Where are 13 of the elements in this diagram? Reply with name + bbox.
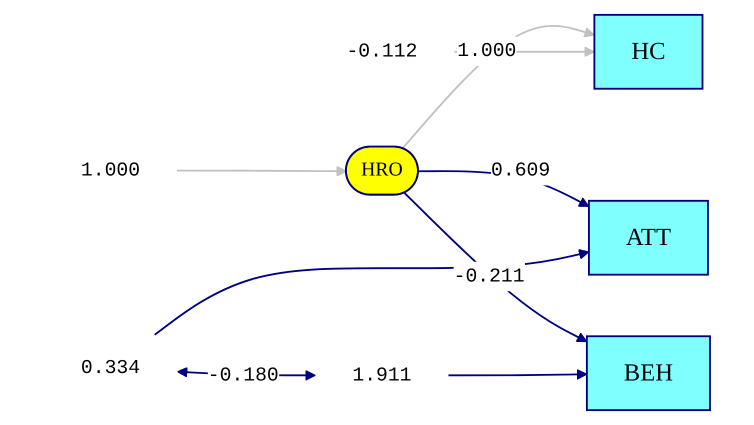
node-box: BEH (586, 335, 711, 412)
edge-label: -0.211 (454, 265, 525, 288)
node-box: HC (593, 14, 704, 90)
edge-label: 1.000 (457, 40, 516, 62)
arrow (448, 369, 588, 380)
arrow (404, 192, 588, 342)
node-box: ATT (588, 200, 709, 276)
edge-label: -0.180 (208, 364, 279, 386)
node-text: 1.000 (80, 160, 140, 182)
node-text: 0.334 (80, 356, 140, 380)
edge-label: 0.609 (491, 160, 550, 182)
node-text: 1.911 (352, 364, 412, 386)
node-text: -0.112 (346, 40, 418, 63)
